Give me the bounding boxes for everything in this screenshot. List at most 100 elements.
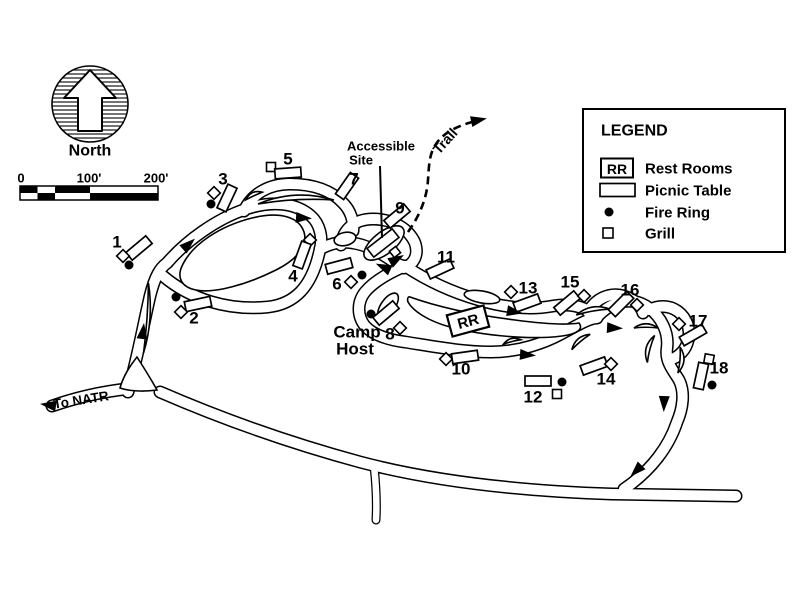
flow-arrow-icon [606,322,623,334]
scale-bar: 0 100' 200' [17,171,168,201]
flow-arrows-layer [40,116,670,477]
picnic-table-icon [424,257,456,281]
grill-icon [629,297,645,313]
restrooms-long-island [406,296,582,339]
east-island-c [633,322,659,329]
flow-arrow-icon [179,238,195,254]
grill-icon [602,227,614,239]
site-number-4: 4 [288,267,298,286]
flow-arrow-icon [506,305,523,317]
campsite-3 [206,182,239,214]
picnic-table-icon [291,239,313,271]
restrooms-icon-text: RR [607,161,627,177]
site-number-17: 17 [689,312,708,331]
picnic-table-icon [599,182,636,198]
site-number-1: 1 [112,233,121,252]
site-number-2: 2 [189,309,198,328]
site-number-18: 18 [710,359,729,378]
flow-arrow-icon [136,323,148,340]
campsite-6 [324,256,367,290]
restrooms-marker-text: RR [456,311,481,333]
junction-triangle-island [119,355,159,392]
north-pod-island-long [257,194,335,205]
grill-icon [503,284,519,300]
campsite-15 [552,288,592,317]
north-arrow: North [51,65,129,160]
grill-icon [115,248,131,264]
picnic-table-icon [324,256,354,276]
trail-path [406,120,473,233]
site-number-10: 10 [452,360,471,379]
east-island-f [500,337,524,347]
site-number-5: 5 [283,150,292,169]
picnic-table-icon [183,295,213,313]
campsite-13 [503,284,543,314]
legend-item-grill: Grill [602,226,675,243]
accessible-parking-pad [365,227,401,259]
north-arrow-glyph [63,69,117,132]
grill-icon [551,388,563,400]
legend-item-label: Grill [645,226,675,243]
flow-arrow-icon [375,263,393,276]
grill-icon [671,316,687,332]
campsite-4 [291,232,318,271]
picnic-table-icon [215,182,239,214]
fire-ring-icon [124,260,134,270]
site-number-11: 11 [437,248,455,267]
scale-label-0: 0 [17,171,24,186]
campsite-10 [438,349,480,367]
grill-icon [173,304,189,320]
site-number-7: 7 [349,170,358,189]
campsite-8 [366,299,408,336]
picnic-table-icon [692,361,710,391]
scale-label-200: 200' [144,171,169,186]
fire-ring-icon [171,292,181,302]
legend-item-picnic-table: Picnic Table [599,182,731,200]
picnic-table-icon [450,349,480,365]
flow-arrow-icon [387,255,404,268]
legend-item-fire-ring: Fire Ring [604,205,710,222]
fire-ring-icon [206,199,216,209]
site-number-16: 16 [621,281,640,300]
restrooms-marker-box [445,304,491,338]
restrooms-icon [600,157,634,179]
campsite-14 [578,355,619,377]
legend-title: LEGEND [601,123,668,140]
campsite-18 [692,352,717,391]
picnic-table-icon [552,289,582,317]
accessible-site-label-line1: Accessible [347,139,415,154]
site-number-13: 13 [519,279,538,298]
site-markers-layer [115,161,717,400]
flow-arrow-icon [658,395,670,412]
fire-ring-icon [707,380,717,390]
fire-ring-icon [557,377,567,387]
campsite-1 [115,234,154,270]
accessible-pad-detail [388,245,402,259]
site-number-8: 8 [385,325,394,344]
legend-frame [582,108,786,253]
accessible-site-label-line2: Site [349,153,373,168]
site-number-6: 6 [332,275,341,294]
site-number-14: 14 [597,370,616,389]
accessible-pod-island [333,231,357,247]
flow-arrow-icon [295,211,312,223]
picnic-table-icon [607,290,635,318]
campsite-5 [265,161,303,180]
picnic-table-icon [371,299,401,327]
scale-bar-outline [19,185,159,201]
campsite-2 [171,292,213,320]
legend-item-label: Picnic Table [645,183,731,200]
restrooms-marker: RR [445,304,491,338]
flow-arrow-icon [40,400,57,412]
site-number-3: 3 [218,170,227,189]
picnic-table-icon [382,202,412,230]
site-number-9: 9 [395,199,404,218]
east-island-d [644,334,656,363]
site-number-12: 12 [524,388,543,407]
campsite-16 [607,290,645,318]
legend-item-label: Rest Rooms [645,161,733,178]
